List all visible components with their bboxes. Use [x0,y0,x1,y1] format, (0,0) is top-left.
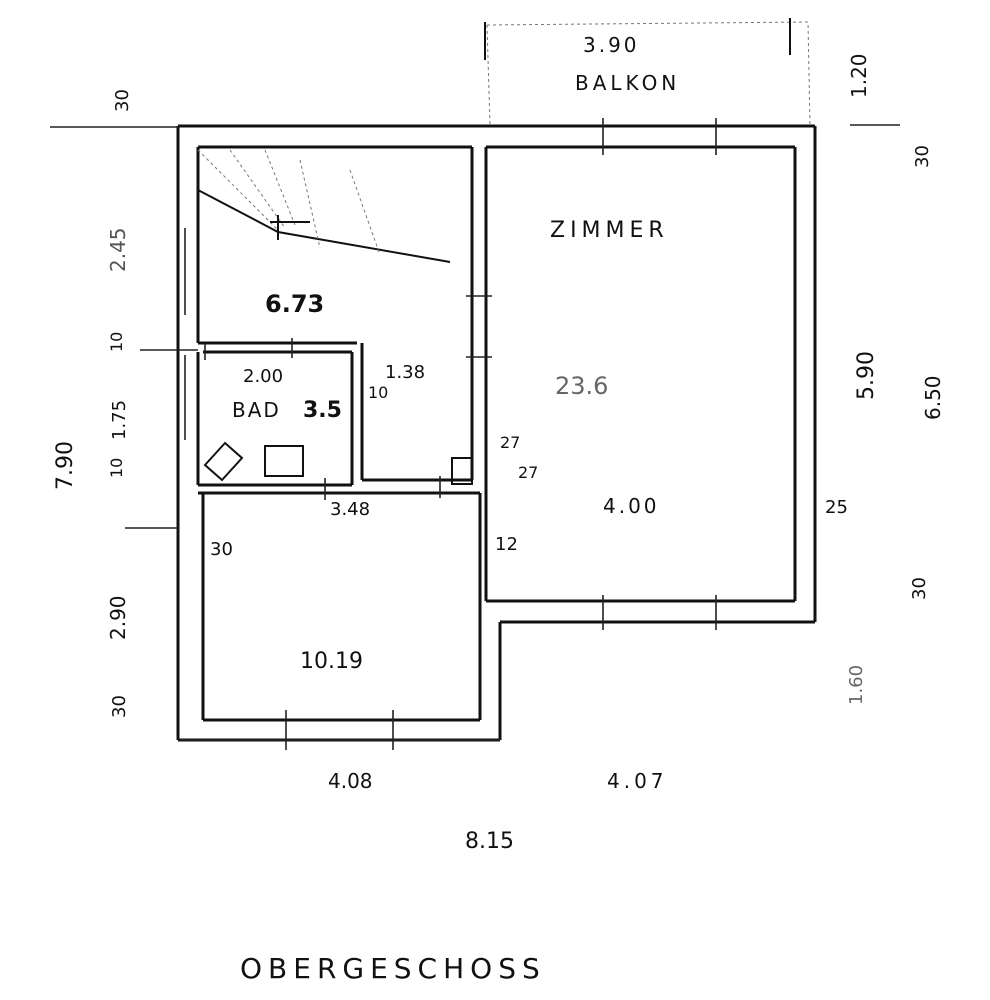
dim-corridor-width: 3.48 [330,499,370,520]
balcony [484,18,811,126]
dim-bad-height: 1.75 [109,400,130,440]
dim-wall-top-right: 30 [912,145,933,168]
room-labels: 3.90 BALKON ZIMMER 23.6 4.00 6.73 2.00 B… [232,33,680,674]
dim-balkon-depth: 1.20 [847,53,871,98]
dimension-labels: 30 30 1.20 2.45 10 1.75 10 7.90 10 1.38 … [53,53,945,854]
flur-area: 6.73 [265,290,324,318]
dim-partition-10-b: 10 [107,458,126,478]
bad-label: BAD [232,398,281,422]
dim-right-wall: 25 [825,497,848,518]
staircase [197,149,451,263]
zimmer-width: 4.00 [603,494,660,518]
dim-bottom-left-width: 4.08 [328,769,373,793]
dim-door-27: 27 [500,433,520,452]
page-title: OBERGESCHOSS [240,952,546,985]
zimmer-area: 23.6 [555,372,608,400]
bath-fixtures [203,441,473,485]
dim-total-width: 8.15 [465,829,514,854]
dim-flur-width: 1.38 [385,362,425,383]
dim-left-wall: 30 [210,539,233,560]
kammer-area: 10.19 [300,649,363,674]
sink-icon [203,441,244,482]
interior-walls [196,147,488,601]
dim-zimmer-wall: 12 [495,534,518,555]
outer-walls [176,124,817,742]
toilet-icon [264,445,304,477]
dim-lower-height: 2.90 [106,595,130,640]
balkon-label: BALKON [575,71,680,95]
dim-bottom-right-width: 4.07 [607,769,668,793]
dim-bottom-wall: 30 [109,695,130,718]
bad-area: 3.5 [303,398,342,423]
dim-wall-top: 30 [112,89,133,112]
dim-right-30: 30 [909,577,930,600]
dim-total-height: 7.90 [53,441,78,490]
balkon-width: 3.90 [583,33,640,57]
bad-width: 2.00 [243,366,283,387]
dim-right-total: 6.50 [921,375,945,420]
dim-upper-height: 2.45 [106,227,130,272]
shaft-icon [451,457,473,485]
dim-zimmer-height: 5.90 [854,351,879,400]
dim-partition-10-a: 10 [107,332,126,352]
dim-partition-10-c: 10 [368,383,388,402]
dim-door-27b: 27 [518,463,538,482]
zimmer-label: ZIMMER [550,218,669,243]
dim-right-small: 1.60 [846,665,867,705]
dimension-lines [50,118,900,750]
